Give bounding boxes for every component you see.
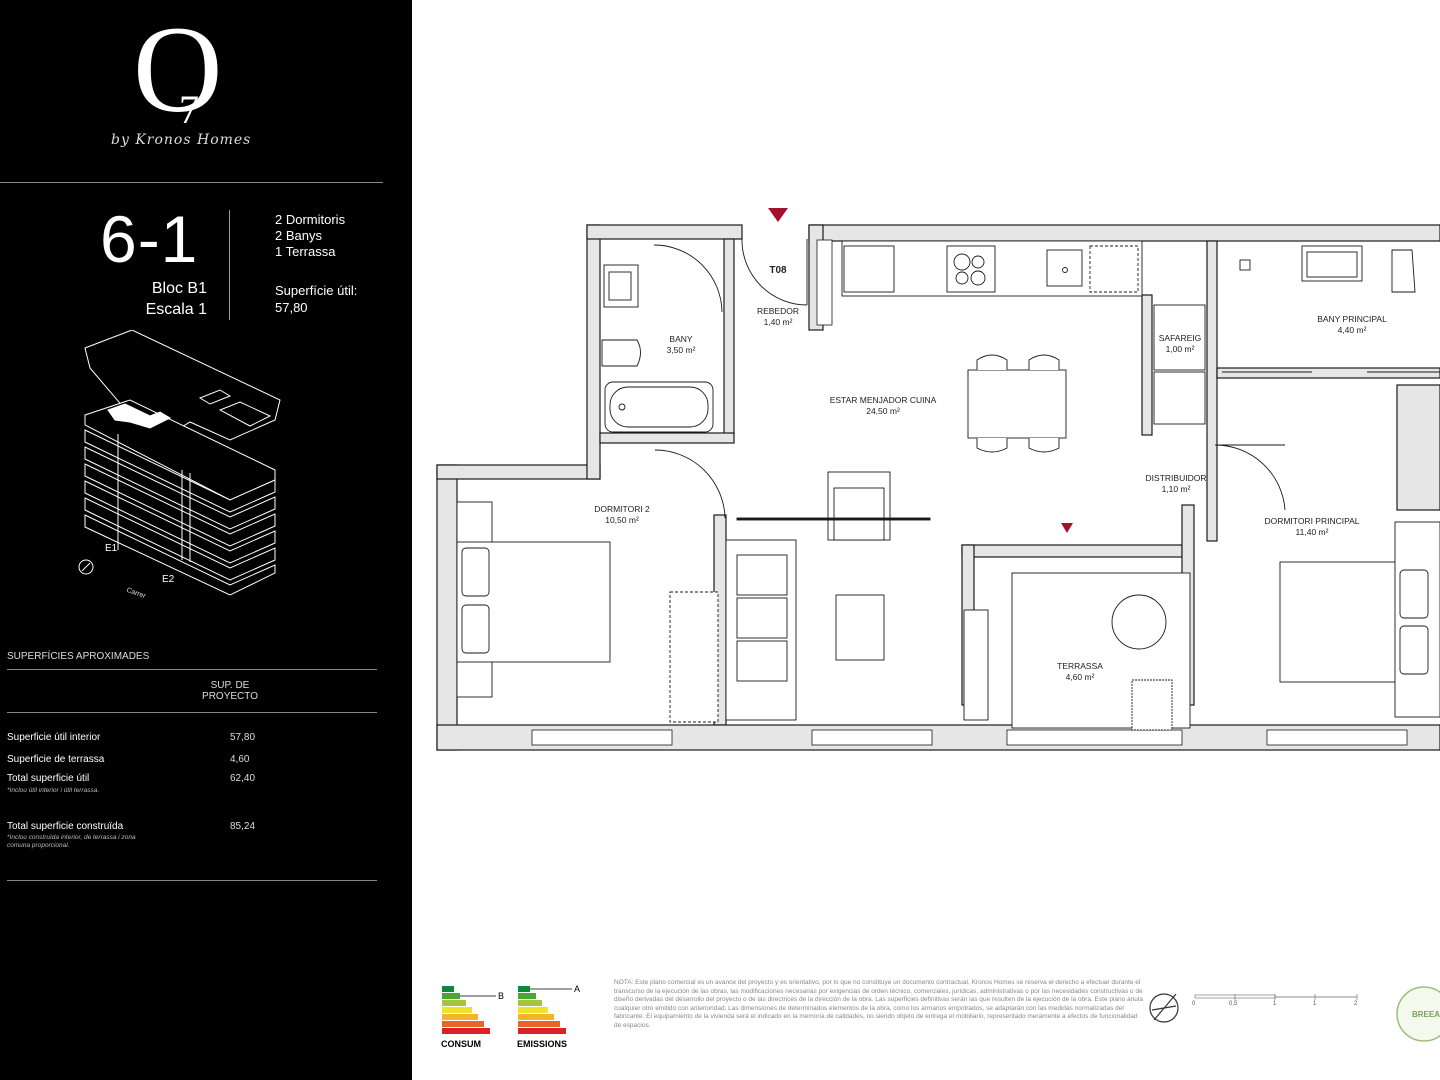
emissions-rating: A — [574, 984, 581, 994]
surfaces-column-header: SUP. DE PROYECTO — [202, 680, 258, 702]
room-area: 1,00 m² — [1165, 344, 1195, 354]
scale-tick: 0,5 — [1229, 1001, 1238, 1007]
unit-surface-value: 57,80 — [275, 300, 308, 315]
room-name: BANY — [669, 334, 693, 344]
surfaces-rule-header — [7, 712, 377, 713]
room-name: BANY PRINCIPAL — [1317, 314, 1387, 324]
scale-tick: 0 — [1192, 1001, 1196, 1007]
room-area: 24,50 m² — [866, 406, 900, 416]
surface-row-value: 85,24 — [230, 821, 256, 832]
room-name: TERRASSA — [1057, 661, 1103, 671]
iso-entrance-e1: E1 — [105, 543, 118, 554]
room-dormitori-principal: DORMITORI PRINCIPAL 11,40 m² — [1264, 516, 1359, 538]
entrance-marker-icon — [768, 208, 788, 222]
compass-icon — [78, 559, 94, 575]
unit-summary: 6-1 Bloc B1 Escala 1 2 Dormitoris 2 Bany… — [0, 200, 412, 330]
room-safareig: SAFAREIG 1,00 m² — [1159, 333, 1202, 355]
footer-graphics — [442, 986, 1440, 1042]
building-isometric: E1 E2 Carrer — [70, 329, 310, 610]
unit-number: 6-1 — [100, 202, 199, 276]
divider — [0, 182, 383, 183]
brand-logo: O 7 by Kronos Homes — [105, 8, 280, 168]
surface-row-value: 62,40 — [230, 773, 256, 784]
room-area: 1,10 m² — [1161, 484, 1191, 494]
emissions-label: EMISSIONS — [517, 1039, 568, 1049]
breeam-seal-icon — [1396, 986, 1440, 1042]
room-bany: BANY 3,50 m² — [667, 334, 696, 356]
unit-feature-terrace: 1 Terrassa — [275, 244, 336, 259]
energy-consum-chart — [442, 986, 496, 1034]
surface-row-label: Total superficie construïda — [7, 821, 124, 832]
logo-mark: O — [133, 1, 223, 138]
unit-bloc: Bloc B1 — [151, 280, 207, 297]
surfaces-title: SUPERFÍCIES APROXIMADES — [7, 651, 150, 662]
surface-row-label: Total superficie útil — [7, 773, 90, 784]
floor-plan-drawing — [436, 208, 1440, 751]
room-rebedor: REBEDOR 1,40 m² — [757, 306, 799, 328]
room-name: SAFAREIG — [1158, 333, 1202, 343]
floor-plan: T08 REBEDOR 1,40 m² BANY 3,50 m² ESTAR M… — [412, 0, 1440, 1080]
room-area: 4,40 m² — [1337, 325, 1367, 335]
breeam-seal-text: BREEAM — [1412, 1010, 1440, 1019]
scale-tick: 2 — [1354, 1001, 1358, 1007]
info-sidebar: O 7 by Kronos Homes 6-1 Bloc B1 Escala 1… — [0, 0, 412, 1080]
legal-note: NOTA: Este plano comercial es un avance … — [614, 979, 1143, 1029]
room-area: 10,50 m² — [605, 515, 639, 525]
scale-tick: 1 — [1273, 1001, 1277, 1007]
room-name: DISTRIBUIDOR — [1145, 473, 1207, 483]
consum-rating: B — [498, 991, 505, 1001]
logo-tagline: by Kronos Homes — [111, 132, 252, 148]
room-area: 4,60 m² — [1065, 672, 1095, 682]
room-name: REBEDOR — [756, 306, 800, 316]
room-area: 1,40 m² — [763, 317, 793, 327]
scale-bar — [1194, 994, 1358, 1000]
unit-escala: Escala 1 — [145, 301, 207, 318]
consum-label: CONSUM — [441, 1039, 481, 1049]
surface-row-value: 4,60 — [230, 754, 250, 765]
room-area: 3,50 m² — [666, 345, 696, 355]
door-code: T08 — [769, 265, 787, 276]
north-arrow-icon — [1149, 993, 1179, 1023]
plan-footer: CONSUM B EMISSIONS A NOTA: Este plano co… — [412, 970, 1440, 1080]
room-distribuidor: DISTRIBUIDOR 1,10 m² — [1146, 473, 1207, 495]
surface-row-label: Superficie útil interior — [7, 732, 101, 743]
surfaces-rule-top — [7, 669, 377, 670]
iso-entrance-e2: E2 — [162, 574, 175, 585]
surface-row-label: Superficie de terrassa — [7, 754, 105, 765]
room-name: ESTAR MENJADOR CUINA — [829, 395, 937, 405]
surface-row-note: *Inclou útil interior i útil terrassa. — [7, 787, 100, 794]
unit-surface-label: Superfície útil: — [275, 283, 358, 298]
room-name: DORMITORI 2 — [594, 504, 650, 514]
logo-number: 7 — [179, 87, 199, 132]
surface-row-value: 57,80 — [230, 732, 256, 743]
room-name: DORMITORI PRINCIPAL — [1264, 516, 1360, 526]
surfaces-rule-bottom — [7, 880, 377, 881]
unit-feature-bedrooms: 2 Dormitoris — [275, 212, 346, 227]
room-dormitori-2: DORMITORI 2 10,50 m² — [594, 504, 650, 526]
room-estar: ESTAR MENJADOR CUINA 24,50 m² — [830, 395, 937, 417]
room-area: 11,40 m² — [1295, 527, 1329, 537]
scale-tick: 1 — [1313, 1001, 1317, 1007]
view-marker-icon — [1061, 523, 1073, 533]
surface-row-note: *Inclou construïda interior, de terrassa… — [7, 834, 136, 849]
energy-emissions-chart — [518, 986, 572, 1034]
room-terrassa: TERRASSA 4,60 m² — [1057, 661, 1103, 683]
unit-feature-bathrooms: 2 Banys — [275, 228, 322, 243]
room-bany-principal: BANY PRINCIPAL 4,40 m² — [1317, 314, 1387, 336]
building-isometric-drawing — [78, 329, 281, 596]
unit-divider — [229, 210, 230, 320]
